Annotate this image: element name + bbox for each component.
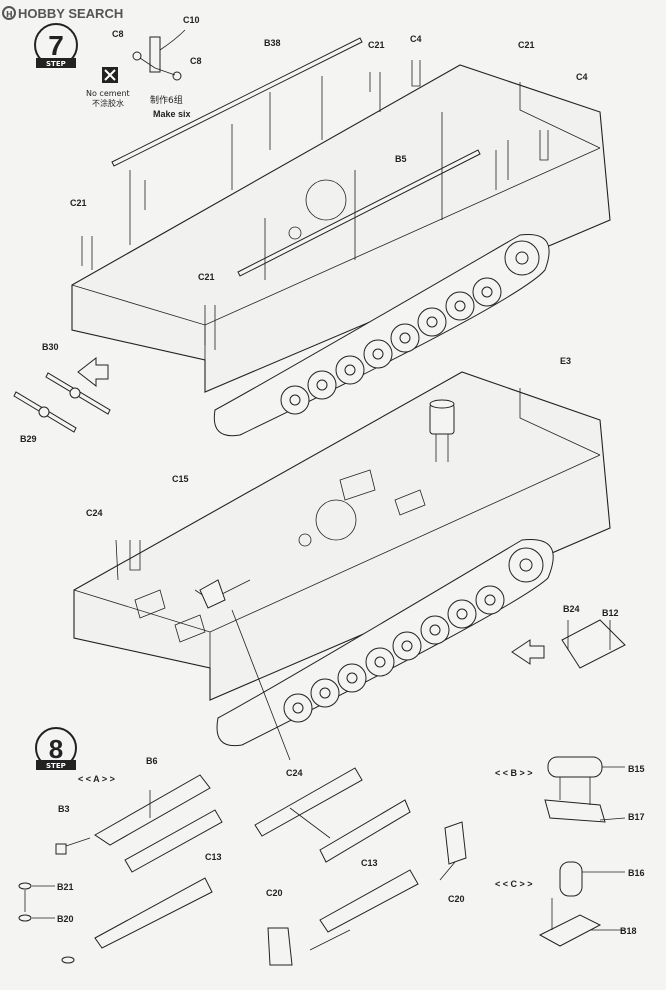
group-c-parts xyxy=(538,861,625,947)
step7-badge: 7 STEP xyxy=(34,23,78,68)
label-b18: B18 xyxy=(620,926,637,936)
make-six-en: Make six xyxy=(153,109,191,119)
no-cement-en: No cement xyxy=(86,89,130,98)
label-b3: B3 xyxy=(58,804,70,814)
c4-brackets xyxy=(411,60,549,161)
step8-road-wheels xyxy=(283,547,544,723)
c24-leader xyxy=(115,539,291,761)
arrow-step8 xyxy=(511,639,545,665)
c21-pegs xyxy=(81,72,509,350)
no-cement-cn: 不涂胶水 xyxy=(92,98,124,108)
label-b24: B24 xyxy=(563,604,580,614)
label-group-c: < < C > > xyxy=(495,879,533,889)
b30-b29-parts xyxy=(13,372,111,433)
label-b5: B5 xyxy=(395,154,407,164)
label-c4-top: C4 xyxy=(410,34,422,44)
b38-rail xyxy=(111,37,363,245)
step7-word: STEP xyxy=(46,60,66,68)
b21-b20-parts xyxy=(18,877,213,964)
c8-c10-subassembly xyxy=(132,29,186,81)
label-c21-mid: C21 xyxy=(198,272,215,282)
make-six-cn: 制作6组 xyxy=(150,94,183,106)
label-c21-left: C21 xyxy=(70,198,87,208)
label-c20-left: C20 xyxy=(266,888,283,898)
label-group-a: < < A > > xyxy=(78,774,115,784)
hobby-search-logo: H HOBBY SEARCH xyxy=(2,6,123,21)
step7-hull xyxy=(71,64,611,437)
b24-b12-subassembly xyxy=(561,619,626,669)
label-c15: C15 xyxy=(172,474,189,484)
label-b6: B6 xyxy=(146,756,158,766)
c15-parts xyxy=(129,540,251,609)
b5-rail xyxy=(237,112,481,280)
step8-word: STEP xyxy=(46,762,66,770)
c20-assembly xyxy=(267,821,467,966)
step8-hull xyxy=(73,371,611,747)
no-cement-icon xyxy=(102,67,118,83)
label-group-b: < < B > > xyxy=(495,768,533,778)
label-c20-right: C20 xyxy=(448,894,465,904)
c13-assembly xyxy=(254,767,411,863)
label-c24-bottom: C24 xyxy=(286,768,303,778)
label-c24-top: C24 xyxy=(86,508,103,518)
label-c10: C10 xyxy=(183,15,200,25)
step7-road-wheels xyxy=(280,240,540,415)
label-b20: B20 xyxy=(57,914,74,924)
label-b38: B38 xyxy=(264,38,281,48)
e3-part xyxy=(429,399,455,462)
step8-badge: 8 STEP xyxy=(35,727,77,770)
svg-text:H: H xyxy=(6,10,13,19)
group-a-parts xyxy=(55,774,223,873)
label-b29: B29 xyxy=(20,434,37,444)
label-c8-left: C8 xyxy=(112,29,124,39)
group-b-parts xyxy=(544,756,626,823)
brand-text: HOBBY SEARCH xyxy=(18,6,123,21)
label-e3: E3 xyxy=(560,356,571,366)
label-b16: B16 xyxy=(628,868,645,878)
label-c21-top: C21 xyxy=(368,40,385,50)
label-c4-right: C4 xyxy=(576,72,588,82)
label-c13-right: C13 xyxy=(361,858,378,868)
label-b17: B17 xyxy=(628,812,645,822)
step7-number: 7 xyxy=(48,30,64,61)
label-c8-right: C8 xyxy=(190,56,202,66)
label-b30: B30 xyxy=(42,342,59,352)
label-c21-right: C21 xyxy=(518,40,535,50)
label-c13-left: C13 xyxy=(205,852,222,862)
arrow-step7 xyxy=(77,356,109,388)
label-b15: B15 xyxy=(628,764,645,774)
label-b12: B12 xyxy=(602,608,619,618)
step8-number: 8 xyxy=(49,734,63,764)
label-b21: B21 xyxy=(57,882,74,892)
